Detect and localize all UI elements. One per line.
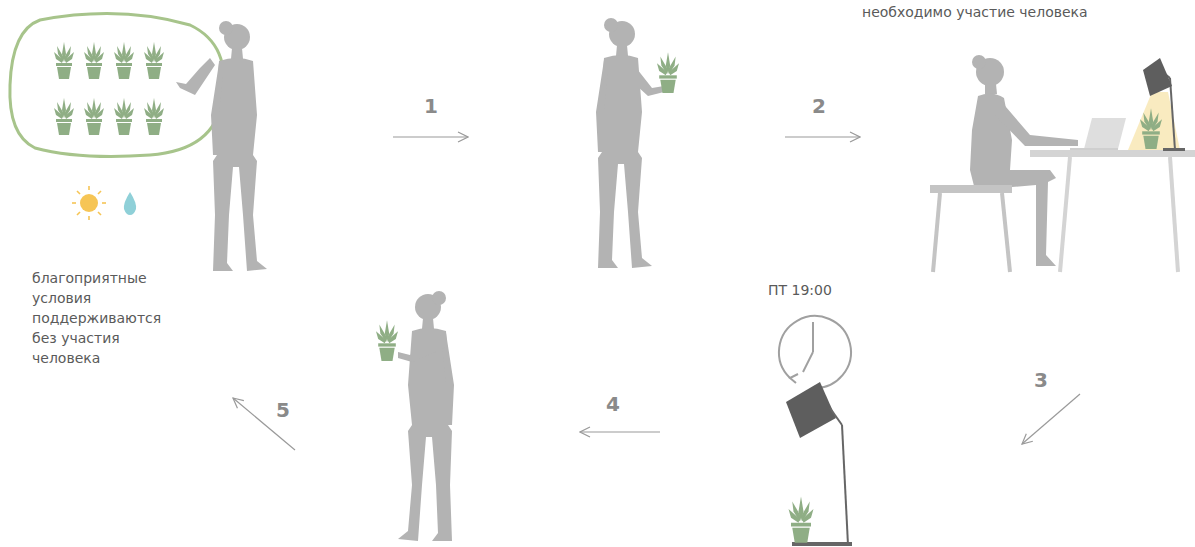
sun-icon	[72, 186, 106, 220]
step-number: 1	[424, 96, 454, 116]
step-number: 4	[606, 394, 636, 414]
desk-scene	[930, 55, 1195, 272]
step-arrow	[393, 136, 468, 137]
step-arrow	[1022, 394, 1080, 444]
step-arrow	[785, 136, 860, 137]
note-text: благоприятные условия поддерживаются без…	[32, 268, 170, 368]
green-outline	[10, 14, 224, 157]
step-number: 3	[1034, 370, 1064, 390]
woman-silhouette	[176, 21, 267, 271]
water-drop	[124, 192, 136, 215]
note-text: необходимо участие человека	[862, 2, 1195, 22]
time-label: ПТ 19:00	[768, 280, 868, 300]
plant-group	[10, 14, 224, 157]
step-arrow	[580, 431, 660, 432]
step-number: 2	[812, 96, 842, 116]
woman-silhouette	[376, 291, 454, 541]
woman-silhouette	[596, 18, 679, 268]
step-number: 5	[276, 400, 306, 420]
lamp-plant	[786, 382, 852, 546]
clock-icon	[779, 316, 851, 388]
